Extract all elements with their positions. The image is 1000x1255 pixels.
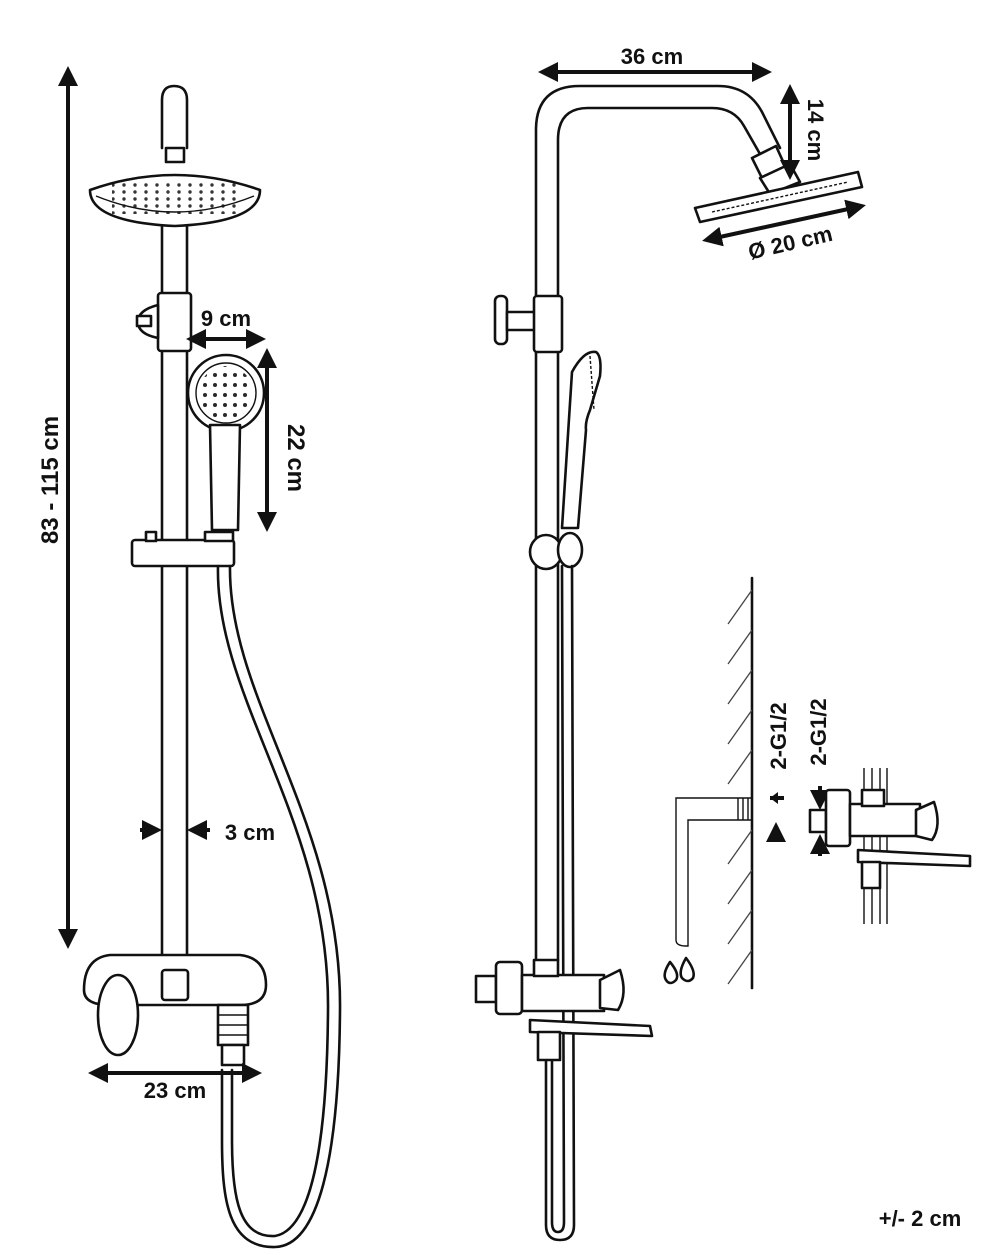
slider-knob-right [556, 531, 584, 569]
side-mixer-lever [598, 968, 625, 1012]
side-hose-outer [544, 564, 576, 1242]
arm-height-label: 14 cm [803, 99, 828, 161]
head-diameter-line [702, 199, 866, 247]
arm-inner [556, 106, 762, 962]
hand-shower-length-label: 22 cm [282, 424, 309, 492]
arm-outer [534, 84, 782, 962]
mini-mixer [808, 768, 972, 924]
front-view: 83 - 115 cm 9 cm 22 cm 3 cm 23 cm [37, 66, 342, 1249]
side-inlet-nut [474, 974, 498, 1004]
pipe-width-label: 3 cm [225, 820, 275, 845]
rail-clamp [156, 291, 193, 353]
shower-head-depth-label: 9 cm [201, 306, 251, 331]
head-connector [164, 146, 186, 164]
mixer-width-label: 23 cm [144, 1078, 206, 1103]
wall-hatching [727, 589, 753, 985]
pipe-thread [737, 798, 749, 820]
water-drop-1 [663, 960, 679, 985]
side-mixer-top [532, 958, 560, 978]
side-hand-shower [560, 350, 602, 530]
side-mixer-body [520, 973, 606, 1013]
hand-shower [186, 353, 266, 532]
water-pipe [675, 797, 752, 947]
thread-b-label: 2-G1/2 [806, 698, 831, 765]
hose-inner [220, 564, 342, 1249]
clamp-screw [135, 314, 153, 328]
height-label: 83 - 115 cm [37, 416, 64, 544]
wall-bracket-plate [493, 294, 509, 346]
side-hose-inner [550, 564, 566, 1234]
side-wall-flange [494, 960, 524, 1016]
thread-a-label: 2-G1/2 [766, 702, 791, 769]
tolerance-label: +/- 2 cm [879, 1206, 962, 1231]
side-rail-clamp [532, 294, 564, 354]
mixer-valve [82, 953, 268, 1067]
wall-connection-detail: 2-G1/2 2-G1/2 [663, 576, 972, 990]
water-drop-2 [679, 956, 695, 983]
side-hand-nozzles [589, 355, 595, 411]
arm-length-label: 36 cm [621, 44, 683, 69]
side-mixer-outlet [536, 1030, 562, 1062]
rail-top-cap [160, 84, 189, 150]
hose-outer [216, 564, 330, 1238]
side-view: 36 cm 14 cm Ø 20 cm [474, 44, 866, 1242]
slider-holder [130, 530, 236, 568]
side-mixer [474, 958, 654, 1062]
wall-bracket-arm [505, 310, 539, 332]
rain-shower-head [88, 173, 262, 228]
